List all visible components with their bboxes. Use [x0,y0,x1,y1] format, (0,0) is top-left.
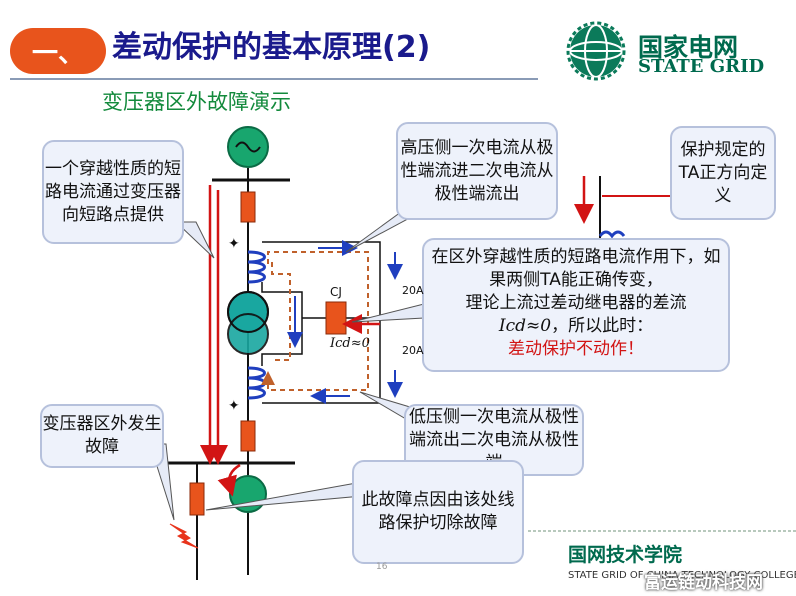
secondary-current-arrows [287,240,403,404]
callout-fault-point: 此故障点因由该处线路保护切除故障 [352,460,524,564]
footer-college-en: STATE GRID OF CHINA TECHNOLOGY COLLEGE [568,570,796,581]
dashed-current-path [261,251,369,391]
callout-pointers [149,203,434,521]
page-subtitle: 变压器区外故障演示 [102,90,291,114]
main-explanation-line2: 理论上流过差动继电器的差流 [465,293,687,313]
main-explanation-icd: Icd≈0 [498,316,552,336]
callout-fault: 变压器区外发生故障 [40,404,164,468]
ta-direction-sketch [574,176,672,240]
title-divider [10,78,538,80]
breaker-line-icon [189,482,205,516]
main-explanation-line3: Icd≈0，所以此时： [424,315,728,338]
polarity-mark-lv: ✦ [228,398,240,414]
ct-hv-coil-icon [247,250,266,284]
callout-main-explanation: 在区外穿越性质的短路电流作用下，如果两侧TA能正确传变， 理论上流过差动继电器的… [422,238,730,372]
current-value-bottom: 20A [402,344,424,357]
state-grid-globe-icon [566,21,626,81]
callout-hv-side: 高压侧一次电流从极性端流进二次电流从极性端流出 [396,122,558,220]
primary-current-arrows [200,185,380,497]
callout-lv-side-text: 低压侧一次电流从极性端流出二次电流从极性端 [409,406,579,473]
callout-through-current: 一个穿越性质的短路电流通过变压器向短路点提供 [42,140,184,244]
page-title: 差动保护的基本原理(2) [112,30,431,65]
logo-name-en: STATE GRID [638,56,765,77]
watermark-text: 富运链动科技网 [644,573,763,593]
relay-label: CJ [330,285,342,299]
breaker-hv-icon [240,191,256,223]
callout-through-current-text: 一个穿越性质的短路电流通过变压器向短路点提供 [45,158,181,225]
fault-lightning-icon [169,523,199,549]
callout-ta-rule-text: 保护规定的TA正方向定义 [678,139,768,206]
page-number: 16 [376,562,388,572]
footer-college-cn: 国网技术学院 [568,544,683,566]
polarity-mark-hv: ✦ [228,236,240,252]
differential-relay-icon [325,301,347,335]
callout-fault-text: 变压器区外发生故障 [42,414,162,457]
callout-fault-point-text: 此故障点因由该处线路保护切除故障 [361,490,515,533]
breaker-lv-icon [240,420,256,452]
ct-lv-coil-icon [247,366,266,400]
main-explanation-conclusion: 差动保护不动作！ [508,339,644,359]
callout-ta-rule: 保护规定的TA正方向定义 [670,126,776,220]
main-explanation-line3-text: ，所以此时： [551,316,654,336]
transformer-icon [227,291,269,355]
differential-current-label: Icd≈0 [330,336,370,351]
current-value-top: 20A [402,284,424,297]
section-badge: 一、 [10,28,106,74]
main-explanation-line1: 在区外穿越性质的短路电流作用下，如果两侧TA能正确传变， [431,247,721,290]
secondary-wiring [261,241,381,404]
logo-name-cn: 国家电网 [638,33,739,62]
generator-top-icon [227,126,269,168]
callout-hv-side-text: 高压侧一次电流从极性端流进二次电流从极性端流出 [400,137,554,204]
